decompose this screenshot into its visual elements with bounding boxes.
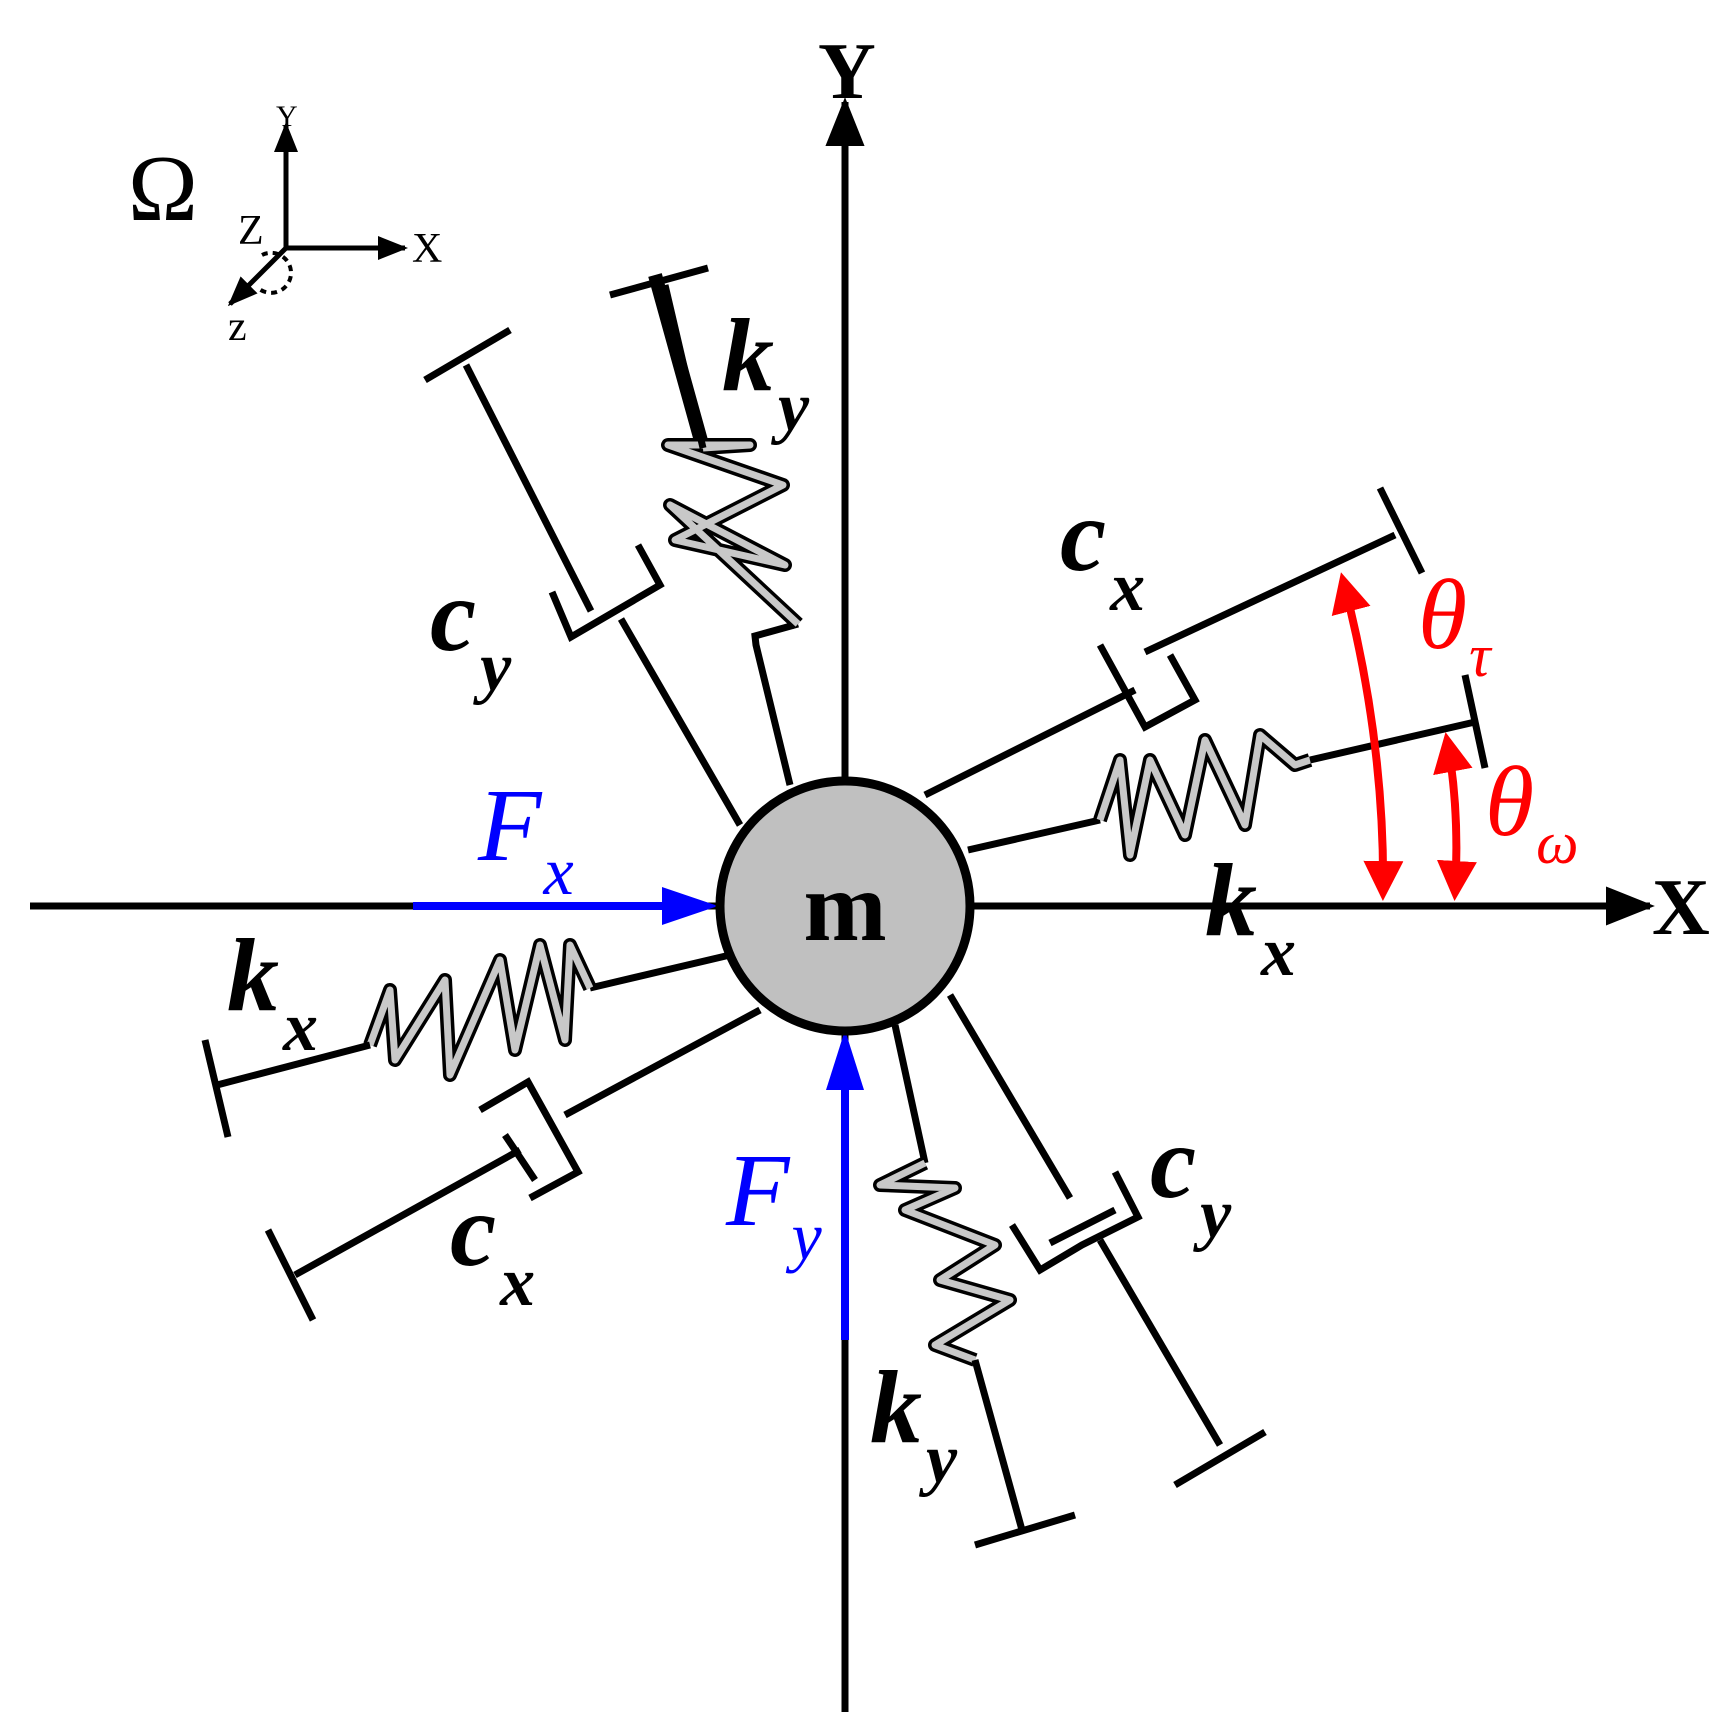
damper-cx-right	[923, 486, 1426, 799]
cx-right-label: cx	[1060, 478, 1145, 626]
frame-y-label: Y	[276, 100, 298, 133]
spring-kx-right	[967, 674, 1489, 862]
ky-top-label: ky	[722, 298, 810, 446]
frame-rotation-arc	[256, 250, 294, 295]
force-fy-head	[826, 1030, 864, 1090]
x-axis-label: X	[1652, 864, 1710, 952]
damper-cy-top	[423, 326, 744, 827]
frame-z-lower-label: z	[228, 304, 247, 350]
fx-label: Fx	[477, 768, 574, 909]
spring-ky-bottom	[873, 1024, 1077, 1549]
force-fx-head	[662, 887, 718, 925]
ky-bottom-label: ky	[870, 1350, 958, 1498]
theta-tau-label: θτ	[1418, 559, 1493, 689]
omega-symbol: Ω	[128, 137, 198, 241]
frame-x-label: X	[412, 226, 442, 272]
theta-omega-arc	[1433, 732, 1477, 901]
y-axis-label: Y	[818, 28, 876, 116]
cy-bottom-label: cy	[1150, 1105, 1232, 1253]
mass-circle	[715, 776, 975, 1036]
mass-label: m	[803, 851, 886, 962]
theta-tau-arc	[1331, 572, 1404, 901]
damper-cy-bottom	[946, 993, 1267, 1489]
spring-kx-left	[201, 938, 731, 1138]
frame-z-upper-label: Z	[238, 208, 264, 254]
frame-z-arrow	[227, 246, 288, 307]
spring-ky-top	[609, 264, 803, 786]
kx-right-label: kx	[1205, 843, 1296, 991]
fy-label: Fy	[725, 1133, 823, 1274]
kx-left-label: kx	[227, 918, 318, 1066]
rotation-frame: Ω Y X Z z	[128, 100, 442, 350]
theta-omega-label: θω	[1485, 746, 1579, 876]
damper-cx-left	[264, 1006, 762, 1322]
cy-top-label: cy	[430, 558, 512, 706]
cx-left-label: cx	[450, 1173, 535, 1321]
